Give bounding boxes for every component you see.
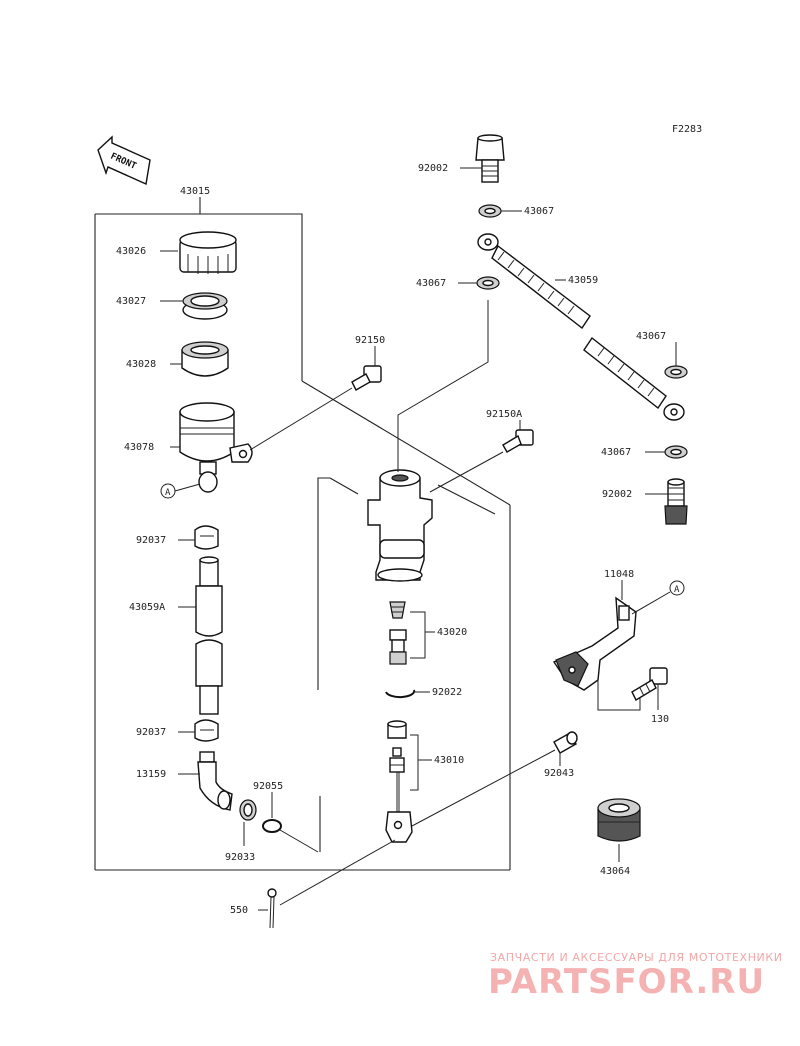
label-92150: 92150 bbox=[355, 335, 385, 346]
figure-code: F2283 bbox=[672, 124, 702, 135]
watermark-logo[interactable]: PARTSFOR.RU bbox=[488, 962, 766, 1002]
callout-a-left-letter: A bbox=[165, 488, 171, 498]
label-92022: 92022 bbox=[432, 687, 462, 698]
label-43067-top: 43067 bbox=[524, 206, 554, 217]
collar-92033 bbox=[239, 799, 257, 821]
cotter-pin bbox=[267, 888, 277, 929]
callout-a-right: A bbox=[669, 580, 685, 596]
label-92002-bottom: 92002 bbox=[602, 489, 632, 500]
label-11048: 11048 bbox=[604, 569, 634, 580]
label-130: 130 bbox=[651, 714, 669, 725]
bracket bbox=[552, 596, 637, 691]
label-43078: 43078 bbox=[124, 442, 154, 453]
label-43067-third: 43067 bbox=[636, 331, 666, 342]
callout-a-left: A bbox=[160, 483, 201, 499]
reservoir-hose bbox=[195, 556, 223, 715]
brake-hose bbox=[477, 233, 685, 421]
label-92033: 92033 bbox=[225, 852, 255, 863]
body-frame bbox=[317, 477, 496, 690]
label-92043: 92043 bbox=[544, 768, 574, 779]
clevis-pin bbox=[553, 731, 578, 754]
washer-third bbox=[664, 365, 688, 379]
diaphragm-plate bbox=[182, 292, 228, 320]
callout-a-right-letter: A bbox=[674, 585, 680, 595]
hose-clamp-top bbox=[194, 525, 219, 550]
banjo-bolt-bottom bbox=[664, 478, 688, 525]
banjo-bolt-top bbox=[475, 134, 505, 183]
assembly-frame bbox=[94, 197, 511, 871]
grommet bbox=[597, 798, 641, 842]
label-43059a: 43059A bbox=[129, 602, 165, 613]
label-43020: 43020 bbox=[437, 627, 467, 638]
label-43059: 43059 bbox=[568, 275, 598, 286]
o-ring-92055 bbox=[262, 819, 282, 833]
label-92037-bottom: 92037 bbox=[136, 727, 166, 738]
label-43067-fourth: 43067 bbox=[601, 447, 631, 458]
bracket-bolt bbox=[631, 667, 668, 701]
push-rod bbox=[385, 720, 413, 843]
label-43015: 43015 bbox=[180, 186, 210, 197]
washer-second bbox=[476, 276, 500, 290]
washer-fourth bbox=[664, 445, 688, 459]
label-43026: 43026 bbox=[116, 246, 146, 257]
label-92002-top: 92002 bbox=[418, 163, 448, 174]
label-43067-second: 43067 bbox=[416, 278, 446, 289]
label-13159: 13159 bbox=[136, 769, 166, 780]
circlip-92022 bbox=[385, 689, 416, 699]
piston-assembly bbox=[389, 601, 407, 665]
elbow-fitting bbox=[197, 751, 233, 811]
label-92055: 92055 bbox=[253, 781, 283, 792]
label-92150a: 92150A bbox=[486, 409, 522, 420]
screw-92150 bbox=[351, 365, 382, 391]
hose-clamp-bottom bbox=[194, 719, 219, 742]
label-92037-top: 92037 bbox=[136, 535, 166, 546]
screw-92150a bbox=[502, 429, 534, 453]
front-arrow-icon: FRONT bbox=[97, 135, 151, 186]
master-cylinder-body bbox=[367, 469, 433, 582]
label-43028: 43028 bbox=[126, 359, 156, 370]
label-43010: 43010 bbox=[434, 755, 464, 766]
reservoir-cap bbox=[179, 231, 237, 274]
label-550: 550 bbox=[230, 905, 248, 916]
label-43027: 43027 bbox=[116, 296, 146, 307]
watermark-tagline: ЗАПЧАСТИ И АКСЕССУАРЫ ДЛЯ МОТОТЕХНИКИ bbox=[490, 951, 783, 964]
reservoir bbox=[179, 402, 253, 493]
label-43064: 43064 bbox=[600, 866, 630, 877]
washer-top bbox=[478, 204, 502, 218]
diaphragm bbox=[181, 341, 229, 377]
